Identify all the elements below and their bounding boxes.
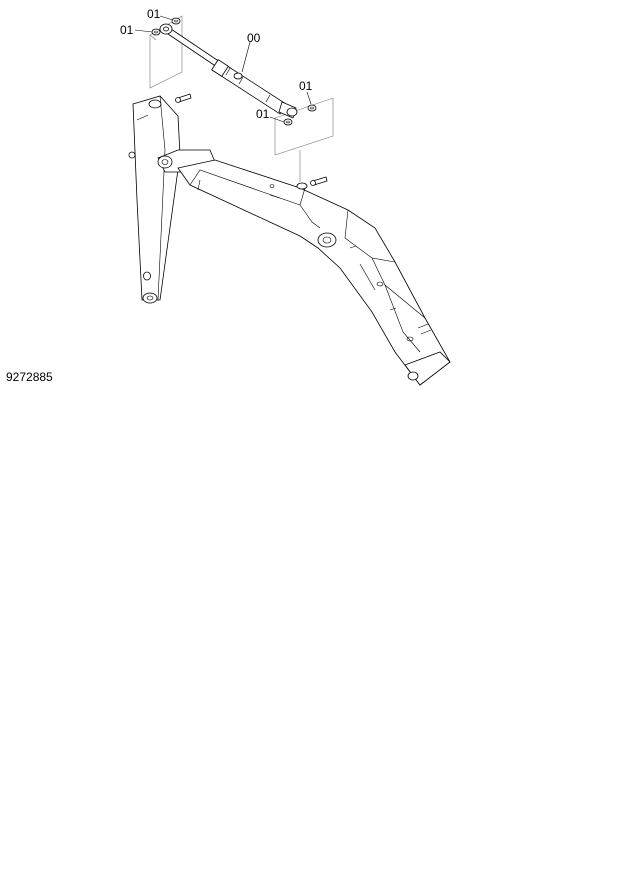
hydraulic-cylinder [159,23,298,119]
figure-number: 9272885 [6,370,53,384]
boom-assembly [128,93,451,386]
label-pin-top-left: 01 [120,23,134,37]
upper-detail-box [149,15,183,89]
label-pin-bottom-left: 01 [256,107,270,121]
pin-top-left [151,28,161,36]
label-cylinder: 00 [247,31,261,45]
label-pin-bottom-right: 01 [299,79,313,93]
pin-bottom-right [307,104,317,112]
label-pin-top-right: 01 [147,7,161,21]
leader-lines [134,15,312,123]
pin-bottom-left [283,118,293,126]
lower-detail-box [274,97,334,182]
pin-top-right [171,17,181,25]
